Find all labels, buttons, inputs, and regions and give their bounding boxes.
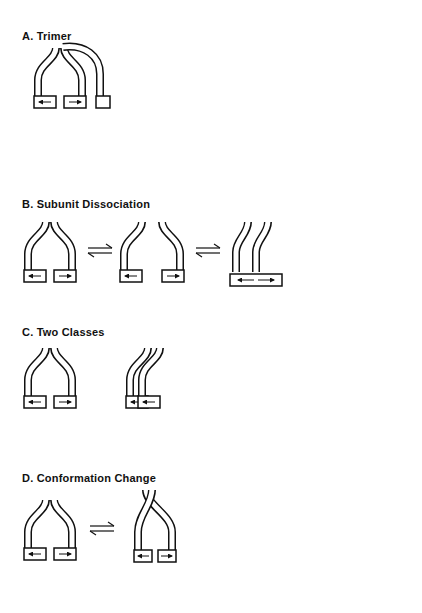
conformation-change — [24, 489, 176, 562]
panel-label: C. Two Classes — [22, 326, 105, 338]
dissociation — [24, 221, 282, 286]
panel-label: B. Subunit Dissociation — [22, 198, 150, 210]
trimer — [34, 47, 110, 108]
two-classes — [24, 347, 160, 408]
panel-label: A. Trimer — [22, 30, 72, 42]
panel-label: D. Conformation Change — [22, 472, 156, 484]
